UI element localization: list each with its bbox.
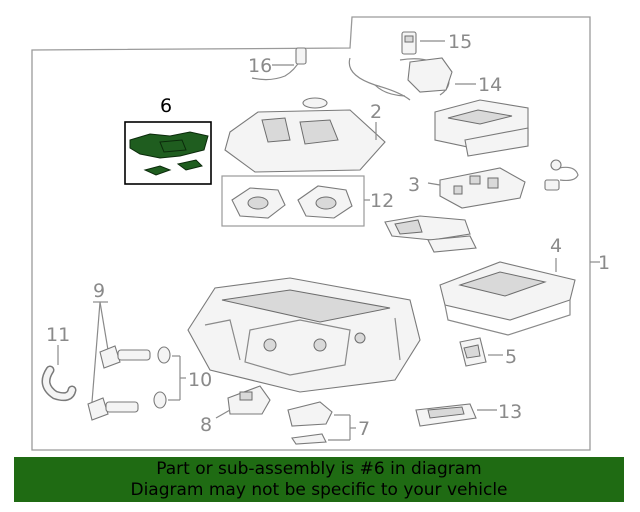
part-5-bracket: [459, 337, 503, 367]
callout-5: 5: [505, 346, 517, 368]
main-inverter-housing: [187, 277, 421, 393]
part-6-box: [124, 121, 212, 185]
callout-9: 9: [93, 280, 105, 302]
part-8-bracket: [215, 385, 271, 419]
callout-3: 3: [408, 174, 420, 196]
notice-line-1: Part or sub-assembly is #6 in diagram: [156, 458, 482, 479]
part-6-bracket-left: [143, 165, 172, 176]
callout-16: 16: [248, 55, 272, 77]
part-14-harness: [348, 57, 476, 101]
part-15-connector: [401, 31, 445, 55]
notice-banner: Part or sub-assembly is #6 in diagram Di…: [14, 457, 624, 502]
part-tray: [434, 99, 529, 157]
callout-2: 2: [370, 101, 382, 123]
callout-6: 6: [160, 95, 172, 117]
part-12-box: [221, 175, 370, 227]
callout-10: 10: [188, 369, 212, 391]
part-6-bracket-right: [176, 159, 203, 171]
callout-4: 4: [550, 235, 562, 257]
notice-line-2: Diagram may not be specific to your vehi…: [130, 479, 508, 500]
callout-7: 7: [358, 418, 370, 440]
callout-12: 12: [370, 190, 394, 212]
part-sensor: [544, 159, 579, 191]
callout-13: 13: [498, 401, 522, 423]
part-4-frame: [439, 258, 576, 336]
callout-1: 1: [598, 252, 610, 274]
part-3-board: [427, 167, 526, 209]
part-10-orings: [153, 346, 186, 409]
part-13-rail: [415, 403, 497, 427]
callout-8: 8: [200, 414, 212, 436]
callout-14: 14: [478, 74, 502, 96]
part-2-cover: [224, 97, 386, 173]
callout-15: 15: [448, 31, 472, 53]
part-11-hose: [41, 345, 77, 402]
part-9-fittings: [87, 301, 151, 421]
part-gaskets: [384, 215, 477, 253]
callout-11: 11: [46, 324, 70, 346]
part-16-cable: [251, 47, 307, 81]
parts-diagram: 1 16 15 14 2: [31, 16, 610, 451]
part-7-bracket: [287, 401, 356, 445]
